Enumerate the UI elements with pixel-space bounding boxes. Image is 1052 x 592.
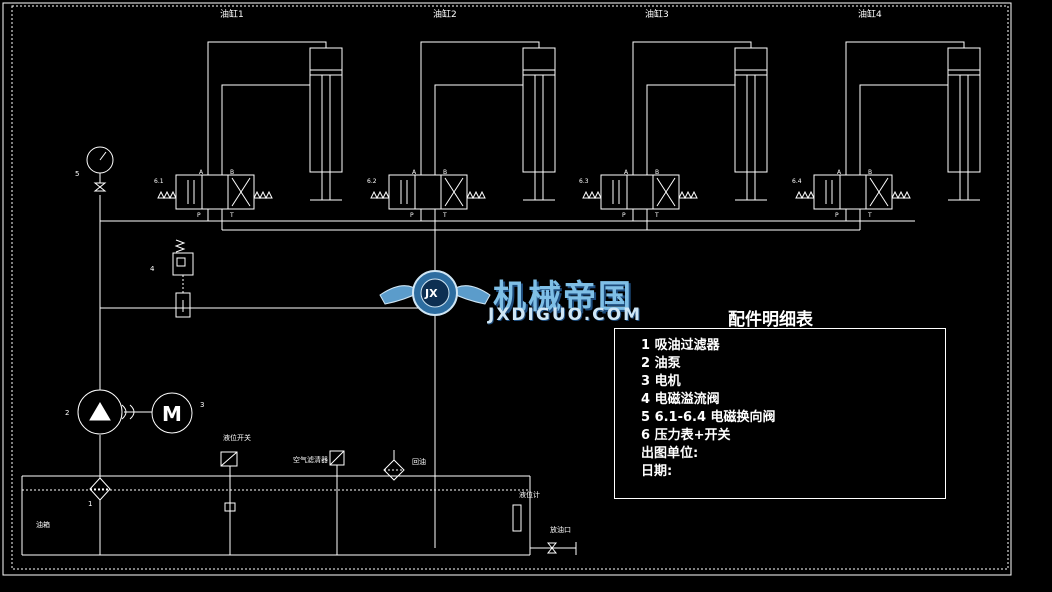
port-t-label: T	[867, 212, 872, 219]
directional-valve-icon	[813, 174, 893, 210]
port-b-label: B	[230, 169, 234, 176]
bom-item: 6 压力表+开关	[641, 428, 731, 443]
gauge-number: 5	[75, 170, 79, 178]
port-p-label: P	[410, 212, 414, 219]
unit-2	[370, 41, 556, 230]
return-label: 回油	[412, 457, 426, 466]
bom-item: 1 吸油过滤器	[641, 338, 720, 353]
port-a-label: A	[837, 169, 842, 176]
relief-valve-icon	[172, 239, 194, 318]
port-a-label: A	[199, 169, 204, 176]
oil-tank	[21, 475, 531, 556]
cylinder-label: 油缸4	[858, 8, 882, 20]
bom-item: 出图单位:	[641, 446, 699, 461]
directional-valve-icon	[388, 174, 468, 210]
directional-valve-icon	[600, 174, 680, 210]
port-p-label: P	[835, 212, 839, 219]
pump-icon	[77, 389, 123, 435]
drain-valve-icon	[546, 542, 558, 554]
gauge-switch-icon	[93, 182, 107, 192]
bom-item: 3 电机	[641, 374, 681, 389]
level-switch-icon	[220, 451, 238, 467]
unit-3	[582, 41, 768, 230]
port-b-label: B	[868, 169, 872, 176]
valve-label: 6.4	[792, 178, 802, 185]
bom-item: 日期:	[641, 464, 673, 479]
pump-number: 2	[65, 409, 69, 417]
filter-number: 1	[88, 500, 92, 508]
port-a-label: A	[412, 169, 417, 176]
bom-title: 配件明细表	[728, 310, 813, 330]
bom-item: 4 电磁溢流阀	[641, 392, 720, 407]
outer-frame	[2, 2, 1012, 576]
valve-label: 6.2	[367, 178, 377, 185]
port-b-label: B	[655, 169, 659, 176]
port-t-label: T	[229, 212, 234, 219]
level-gauge-label: 液位计	[519, 490, 540, 499]
port-p-label: P	[197, 212, 201, 219]
level-gauge-icon	[512, 504, 522, 532]
cylinder-icon	[734, 47, 768, 173]
air-filter-label: 空气滤清器	[293, 455, 328, 464]
port-t-label: T	[442, 212, 447, 219]
port-a-label: A	[624, 169, 629, 176]
drain-label: 放油口	[550, 525, 571, 534]
cylinder-label: 油缸1	[220, 8, 244, 20]
valve-label: 6.1	[154, 178, 164, 185]
relief-number: 4	[150, 265, 155, 273]
bom-item: 5 6.1-6.4 电磁换向阀	[641, 410, 776, 425]
inner-frame	[11, 5, 1009, 570]
bom-item: 2 油泵	[641, 356, 681, 371]
motor-letter: M	[162, 402, 182, 426]
level-switch-label: 液位开关	[223, 433, 251, 442]
cylinder-icon	[309, 47, 343, 173]
directional-valve-icon	[175, 174, 255, 210]
valve-label: 6.3	[579, 178, 589, 185]
watermark-logo-text: JX	[424, 287, 438, 300]
watermark-subtitle: JXDIGUO.COM	[488, 305, 643, 325]
tank-label: 油箱	[36, 520, 50, 529]
motor-icon	[151, 392, 193, 434]
valve-cylinder-units: 油缸1 6.1 A B P T 油缸2 6.2 A B P T 油缸3 6.3 A B P T 油缸4 6.4 A B P T	[154, 8, 981, 230]
watermark-title: 机械帝国	[493, 277, 633, 316]
watermark-logo-icon: JX	[379, 270, 491, 316]
unit-1	[157, 41, 343, 230]
port-b-label: B	[443, 169, 447, 176]
port-t-label: T	[654, 212, 659, 219]
cylinder-label: 油缸3	[645, 8, 669, 20]
bom-table: 1 吸油过滤器 2 油泵 3 电机 4 电磁溢流阀 5 6.1-6.4 电磁换向…	[614, 328, 946, 499]
cylinder-icon	[522, 47, 556, 173]
port-p-label: P	[622, 212, 626, 219]
suction-filter-icon	[89, 477, 111, 501]
cylinder-icon	[947, 47, 981, 173]
unit-4	[795, 41, 981, 230]
return-filter-icon	[383, 459, 405, 481]
motor-number: 3	[200, 401, 204, 409]
cylinder-label: 油缸2	[433, 8, 457, 20]
